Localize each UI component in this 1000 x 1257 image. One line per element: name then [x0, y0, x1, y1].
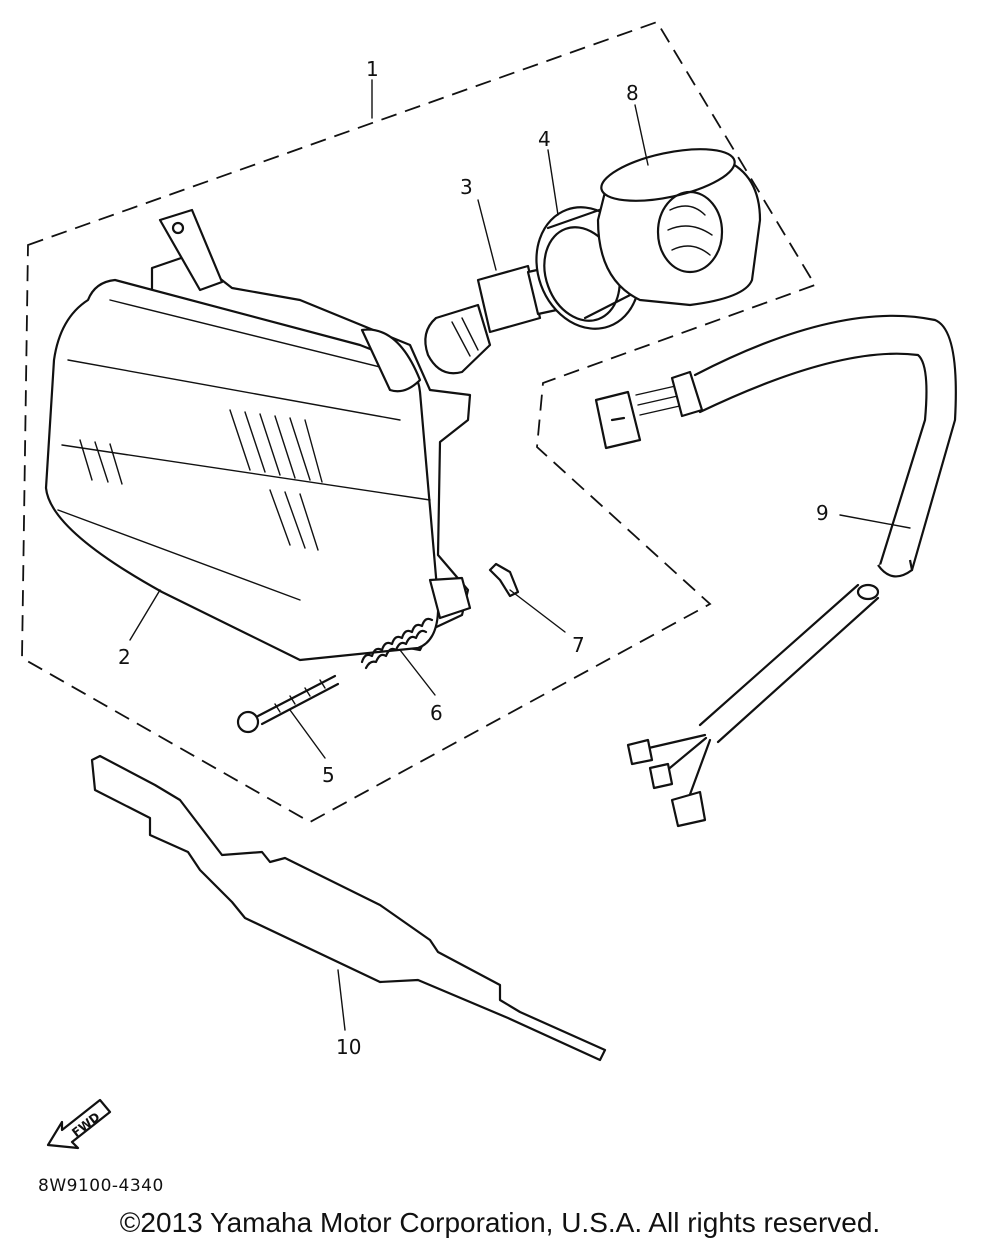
callout-7: 7	[572, 633, 585, 657]
callout-6: 6	[430, 701, 443, 725]
assembly-boundary-1	[21, 20, 817, 824]
callout-9: 9	[816, 501, 829, 525]
fwd-arrow-icon: FWD	[46, 1098, 112, 1150]
callout-2: 2	[118, 645, 131, 669]
bolt	[236, 674, 340, 734]
callout-4: 4	[538, 127, 551, 151]
copyright-notice: ©2013 Yamaha Motor Corporation, U.S.A. A…	[119, 1207, 881, 1238]
part-code: 8W9100-4340	[38, 1176, 164, 1196]
headlight-cover	[596, 148, 762, 307]
callout-5: 5	[322, 763, 335, 787]
wire-harness	[594, 314, 957, 828]
headlight-unit	[44, 208, 472, 662]
callout-10: 10	[336, 1035, 361, 1059]
clip	[488, 562, 520, 598]
callout-1: 1	[366, 57, 379, 81]
leader-lines	[129, 79, 911, 1031]
callout-3: 3	[460, 175, 473, 199]
mounting-bracket	[90, 754, 607, 1062]
spring	[360, 617, 434, 670]
callout-8: 8	[626, 81, 639, 105]
